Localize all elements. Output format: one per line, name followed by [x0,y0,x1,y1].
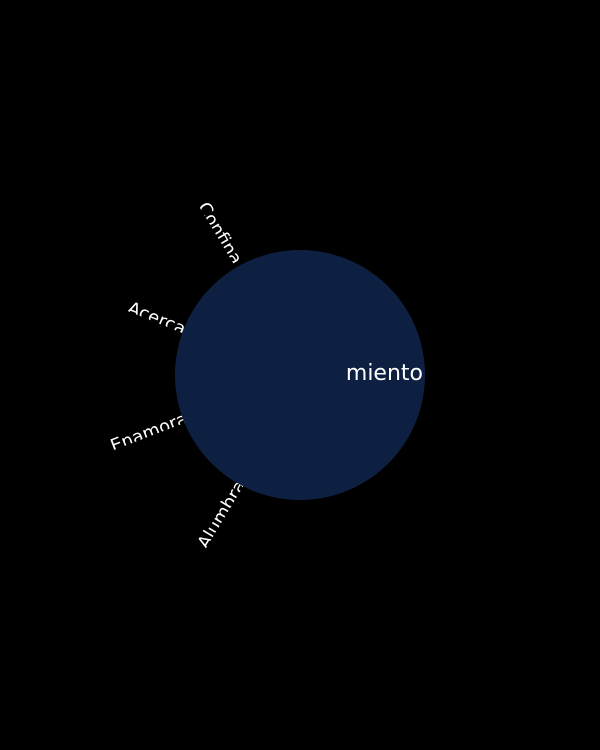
label-confina: Confina [199,199,246,265]
center-word: miento [345,361,423,386]
label-alumbra: Alumbra [194,477,245,550]
center-circle: miento [175,250,425,500]
label-acerca: Acerca [127,298,189,334]
label-enamora: Enamora [108,409,189,451]
